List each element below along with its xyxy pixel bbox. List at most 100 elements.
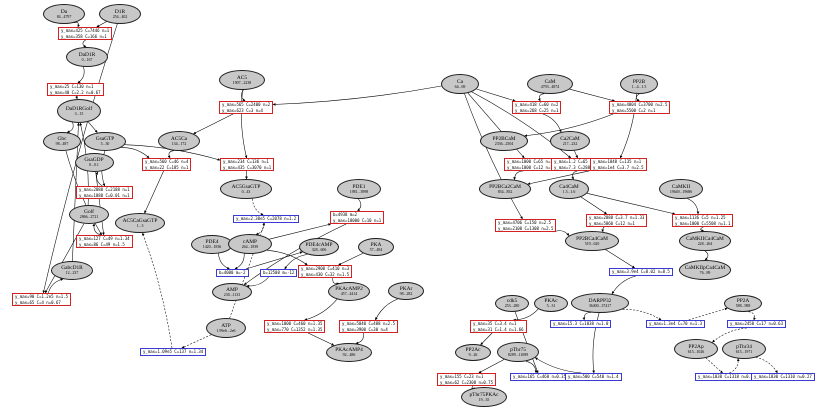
- edge-CaM-r17: [537, 93, 545, 102]
- node-range: 0...0.1: [89, 162, 99, 167]
- reaction-param: y_max=62 C=2308 n=0.75: [440, 379, 493, 385]
- node-name: PP2A: [736, 297, 750, 304]
- node-name: PDE4: [205, 238, 219, 245]
- edge-r14-PKAcAMP4: [307, 332, 335, 346]
- edge-DaD1RGolf-GsaGTP: [88, 121, 98, 133]
- reaction-param: b=12508 m=-12: [263, 270, 295, 275]
- node-range: 3...15: [74, 111, 84, 116]
- reaction-param: y_max=1000 C=460 n=1.35: [267, 321, 323, 326]
- reaction-param: b=4938 m=2: [333, 212, 358, 217]
- edge-r16-AC5CaGsaGTP: [142, 232, 173, 349]
- reaction-param: y_max=5860 C=12 n=1: [589, 220, 635, 226]
- edge-r20-Ca4CaM: [571, 170, 578, 180]
- node-name: AMP: [226, 286, 238, 293]
- reaction-param: y_max=2108 C=1308 n=2.5: [498, 225, 554, 231]
- reaction-box-r16: y_max=1.09e5 C=137 n=1.34: [140, 348, 207, 356]
- edge-DaD1RGolf-Gbc: [66, 122, 74, 134]
- node-range: 9...26: [468, 352, 478, 357]
- reaction-box-r25: y_max=3.9e4 C=8.02 n=8.5: [609, 268, 673, 276]
- node-name: PDE4cAMP: [305, 241, 333, 248]
- edge-r7-Golf: [92, 223, 101, 236]
- node-name: PKAcAMP2: [335, 285, 363, 292]
- node-range: 230...1133: [223, 292, 241, 297]
- node-name: AC5CaGsaGTP: [122, 217, 158, 224]
- node-range: 217...232: [562, 141, 578, 146]
- reaction-param: y_max=31 C=1.4 n=1.66: [473, 326, 524, 332]
- edge-Ca-r3: [272, 85, 442, 106]
- edge-Ca-r19: [467, 92, 525, 159]
- node-range: 615...1026: [687, 349, 705, 354]
- node-range: 19...35: [478, 397, 490, 402]
- node-name: GabcD1R: [61, 264, 83, 271]
- node-range: 264...1839: [241, 244, 259, 249]
- edge-r17-Ca2CaM: [542, 113, 562, 133]
- node-range: 0...43: [241, 189, 251, 194]
- edge-r11-AMP: [246, 276, 269, 288]
- edge-PKAcAMP2-r14: [304, 299, 338, 321]
- reaction-param: y_max=2900 C=410 n=3: [301, 266, 350, 271]
- reaction-param: y_max=22 C=185 n=1: [145, 164, 189, 170]
- node-name: PDE1: [352, 183, 366, 190]
- edge-r13-AMP: [243, 223, 347, 286]
- node-name: PKAc: [544, 297, 558, 304]
- node-name: PP2B: [632, 78, 646, 85]
- reaction-param: y_max=435 C=3070 n=1: [223, 164, 272, 170]
- node-name: ATP: [221, 322, 231, 329]
- node-name: Gbc: [57, 135, 67, 142]
- reaction-box-r31: y_max=165 C=468 n=0.35: [510, 373, 569, 381]
- edge-r29-PP2Ap: [712, 327, 747, 343]
- node-name: Ca: [457, 78, 463, 85]
- node-name: PP2Ac: [465, 346, 481, 353]
- edge-PDE1-r13: [357, 198, 362, 212]
- node-name: PP2BCa4CaM: [576, 235, 608, 242]
- reaction-box-r28: y_max=1.3e4 C=70 n=1.3: [646, 320, 705, 328]
- node-range: 0...167: [81, 57, 93, 62]
- node-name: AC5Ca: [170, 135, 188, 142]
- node-range: 8289...11089: [507, 352, 529, 357]
- node-range: 1981...3998: [349, 189, 369, 194]
- reaction-param: y_max=7.3 C=2880 n=4.5: [554, 164, 607, 170]
- edge-D1R-r1: [96, 21, 107, 28]
- node-name: PP2BCa2CaM: [489, 183, 521, 190]
- node-name: pThr34: [736, 343, 752, 350]
- node-name: D1R: [114, 8, 126, 15]
- reaction-param: y_max=268 C=25 n=1: [515, 107, 559, 113]
- node-range: 5...31: [546, 303, 556, 308]
- reaction-param: y_max=4706 C=150 n=2.5: [498, 220, 551, 225]
- edge-r32-pThr75: [534, 357, 582, 374]
- reaction-param: y_max=86 C=49 n=1.5: [79, 241, 125, 247]
- node-name: PP2Ap: [688, 343, 704, 350]
- reaction-param: y_max=25 C=130 n=1: [50, 84, 94, 89]
- node-name: Ca2CaM: [560, 135, 580, 142]
- node-name: DaD1RGolf: [65, 105, 93, 112]
- reaction-param: y_max=1038 C=1318 n=0.27: [698, 374, 756, 379]
- edge-r3-AC5Ca: [193, 113, 234, 135]
- edge-r18-PP2BCaM: [524, 113, 614, 137]
